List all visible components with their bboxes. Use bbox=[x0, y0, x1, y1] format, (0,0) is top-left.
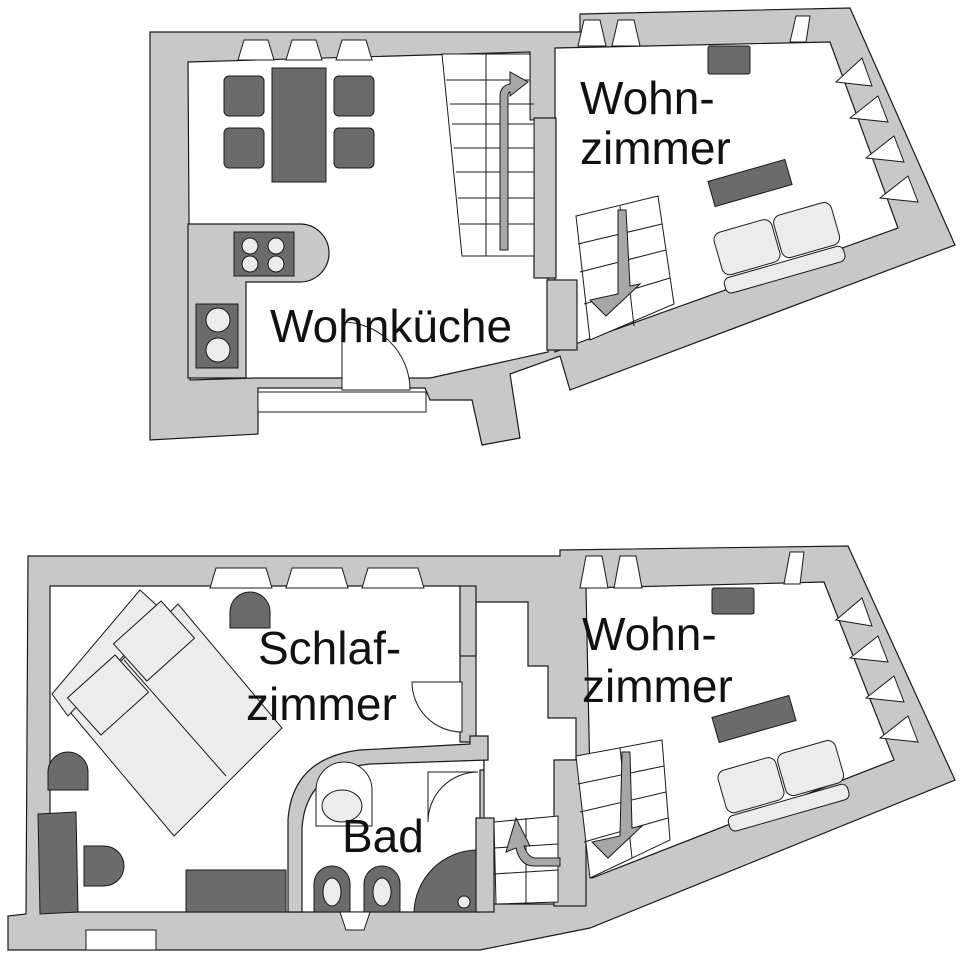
desk-chair bbox=[83, 845, 125, 887]
partition-wall bbox=[533, 117, 557, 279]
stair-arrow-icon bbox=[499, 71, 529, 251]
lower-floor: Schlaf- zimmer Bad Wohn- zimmer bbox=[7, 545, 956, 951]
bedroom-wall-1 bbox=[459, 585, 477, 657]
sofa-icon-lower bbox=[717, 740, 850, 832]
coffee-table-lower bbox=[711, 694, 797, 744]
kitchen-label: Wohnküche bbox=[270, 300, 512, 352]
stove-icon bbox=[233, 231, 295, 277]
bedroom-label-line2: zimmer bbox=[246, 678, 397, 730]
tv-cabinet-lower bbox=[711, 587, 755, 615]
bath-door-swing bbox=[427, 771, 479, 823]
bathroom-label: Bad bbox=[342, 810, 424, 862]
upper-floor: Wohnküche Wohn- zimmer bbox=[149, 7, 956, 446]
lower-living-stairs bbox=[575, 739, 671, 879]
upper-living-label-line2: zimmer bbox=[580, 122, 731, 174]
bedroom-label-line1: Schlaf- bbox=[258, 622, 401, 674]
sofa-icon bbox=[713, 202, 846, 294]
lower-living-label-line1: Wohn- bbox=[582, 608, 717, 660]
bath-wall bbox=[475, 817, 495, 913]
upper-door-opening bbox=[257, 391, 427, 413]
coffee-table bbox=[707, 158, 793, 208]
bedroom-lamp-left bbox=[47, 751, 89, 791]
shower-icon bbox=[413, 849, 477, 913]
bed bbox=[51, 589, 283, 837]
upper-living-label-line1: Wohn- bbox=[580, 72, 715, 124]
upper-stairs bbox=[441, 53, 535, 257]
desk bbox=[37, 811, 79, 915]
tv-cabinet bbox=[707, 45, 751, 75]
stair-arrow-icon-3 bbox=[505, 816, 561, 867]
stair-arrow-icon-4 bbox=[590, 751, 644, 859]
stair-arrow-icon-2 bbox=[588, 209, 642, 317]
upper-windows bbox=[237, 15, 919, 203]
upper-living-stairs bbox=[575, 195, 675, 341]
bedroom-door-swing bbox=[411, 681, 463, 733]
bath-curved-wall bbox=[287, 735, 489, 913]
cabinet bbox=[185, 869, 287, 913]
lower-living-label-line2: zimmer bbox=[582, 660, 733, 712]
partition-wall-lower bbox=[546, 279, 578, 351]
dining-set bbox=[223, 67, 375, 183]
bedroom-lamp-top bbox=[229, 591, 271, 629]
lower-hall-stairs bbox=[493, 815, 561, 905]
lower-windows bbox=[85, 551, 919, 951]
door-swing-icon bbox=[341, 321, 411, 391]
